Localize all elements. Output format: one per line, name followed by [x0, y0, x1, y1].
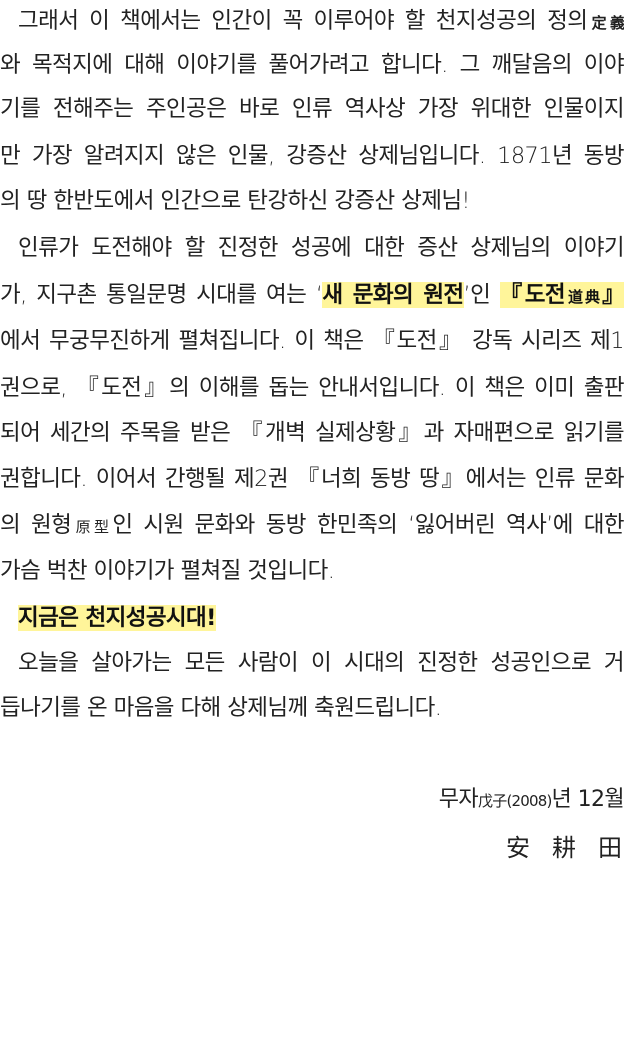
paragraph-2-line-7: 의 원형原型인 시원 문화와 동방 한민족의 ‘잃어버린 역사’에 대한 [0, 510, 624, 540]
paragraph-1-line-1: 그래서 이 책에서는 인간이 꼭 이루어야 할 천지성공의 정의定義 [0, 6, 624, 36]
date-hanja: 戊子(2008) [478, 792, 552, 810]
section-heading: 지금은 천지성공시대! [0, 603, 624, 633]
text-span: 의 원형 [0, 512, 72, 538]
paragraph-2-line-8: 가슴 벅찬 이야기가 펼쳐질 것입니다. [0, 558, 335, 584]
paragraph-2-line-5: 되어 세간의 주목을 받은 『개벽 실제상황』과 자매편으로 읽기를 [0, 420, 624, 446]
hanja-annotation: 道典 [564, 288, 603, 306]
author-name: 安耕田 [506, 834, 622, 862]
hanja-annotation: 原型 [71, 518, 113, 536]
book-title-bracket: 』 [602, 282, 624, 308]
paragraph-1-line-5: 의 땅 한반도에서 인간으로 탄강하신 강증산 상제님! [0, 188, 470, 214]
paragraph-1-line-2: 와 목적지에 대해 이야기를 풀어가려고 합니다. 그 깨달음의 이야 [0, 52, 624, 78]
paragraph-2-line-3: 에서 무궁무진하게 펼쳐집니다. 이 책은 『도전』 강독 시리즈 제1 [0, 328, 624, 354]
paragraph-2-line-2: 가, 지구촌 통일문명 시대를 여는 ‘새 문화의 원전’인 『도전道典』 [0, 280, 624, 310]
paragraph-2-line-6: 권합니다. 이어서 간행될 제2권 『너희 동방 땅』에서는 인류 문화 [0, 466, 624, 492]
text-span: 그래서 이 책에서는 인간이 꼭 이루어야 할 천지성공의 정의 [18, 8, 588, 34]
paragraph-2-line-4: 권으로, 『도전』의 이해를 돕는 안내서입니다. 이 책은 이미 출판 [0, 375, 624, 401]
paragraph-1-line-4: 만 가장 알려지지 않은 인물, 강증산 상제님입니다. 1871년 동방 [0, 143, 624, 169]
paragraph-2-line-1: 인류가 도전해야 할 진정한 성공에 대한 증산 상제님의 이야기 [18, 235, 624, 261]
date-prefix: 무자 [438, 787, 479, 812]
highlighted-phrase: 새 문화의 원전 [322, 282, 464, 308]
hanja-annotation: 定義 [587, 14, 624, 32]
heading-text: 지금은 천지성공시대! [18, 605, 216, 631]
signature-date: 무자戊子(2008)년 12월 [439, 785, 624, 816]
book-title-text: 『도전 [499, 282, 566, 308]
paragraph-3-line-1: 오늘을 살아가는 모든 사람이 이 시대의 진정한 성공인으로 거 [18, 650, 624, 676]
highlighted-book-title: 『도전道典』 [499, 282, 624, 308]
date-suffix: 년 12월 [551, 787, 624, 812]
paragraph-1-line-3: 기를 전해주는 주인공은 바로 인류 역사상 가장 위대한 인물이지 [0, 96, 624, 122]
text-span: 인 시원 문화와 동방 한민족의 ‘잃어버린 역사’에 대한 [112, 512, 624, 538]
text-span: ’인 [463, 282, 500, 308]
paragraph-3-line-2: 듭나기를 온 마음을 다해 상제님께 축원드립니다. [0, 695, 442, 721]
text-span: 가, 지구촌 통일문명 시대를 여는 ‘ [0, 282, 323, 308]
